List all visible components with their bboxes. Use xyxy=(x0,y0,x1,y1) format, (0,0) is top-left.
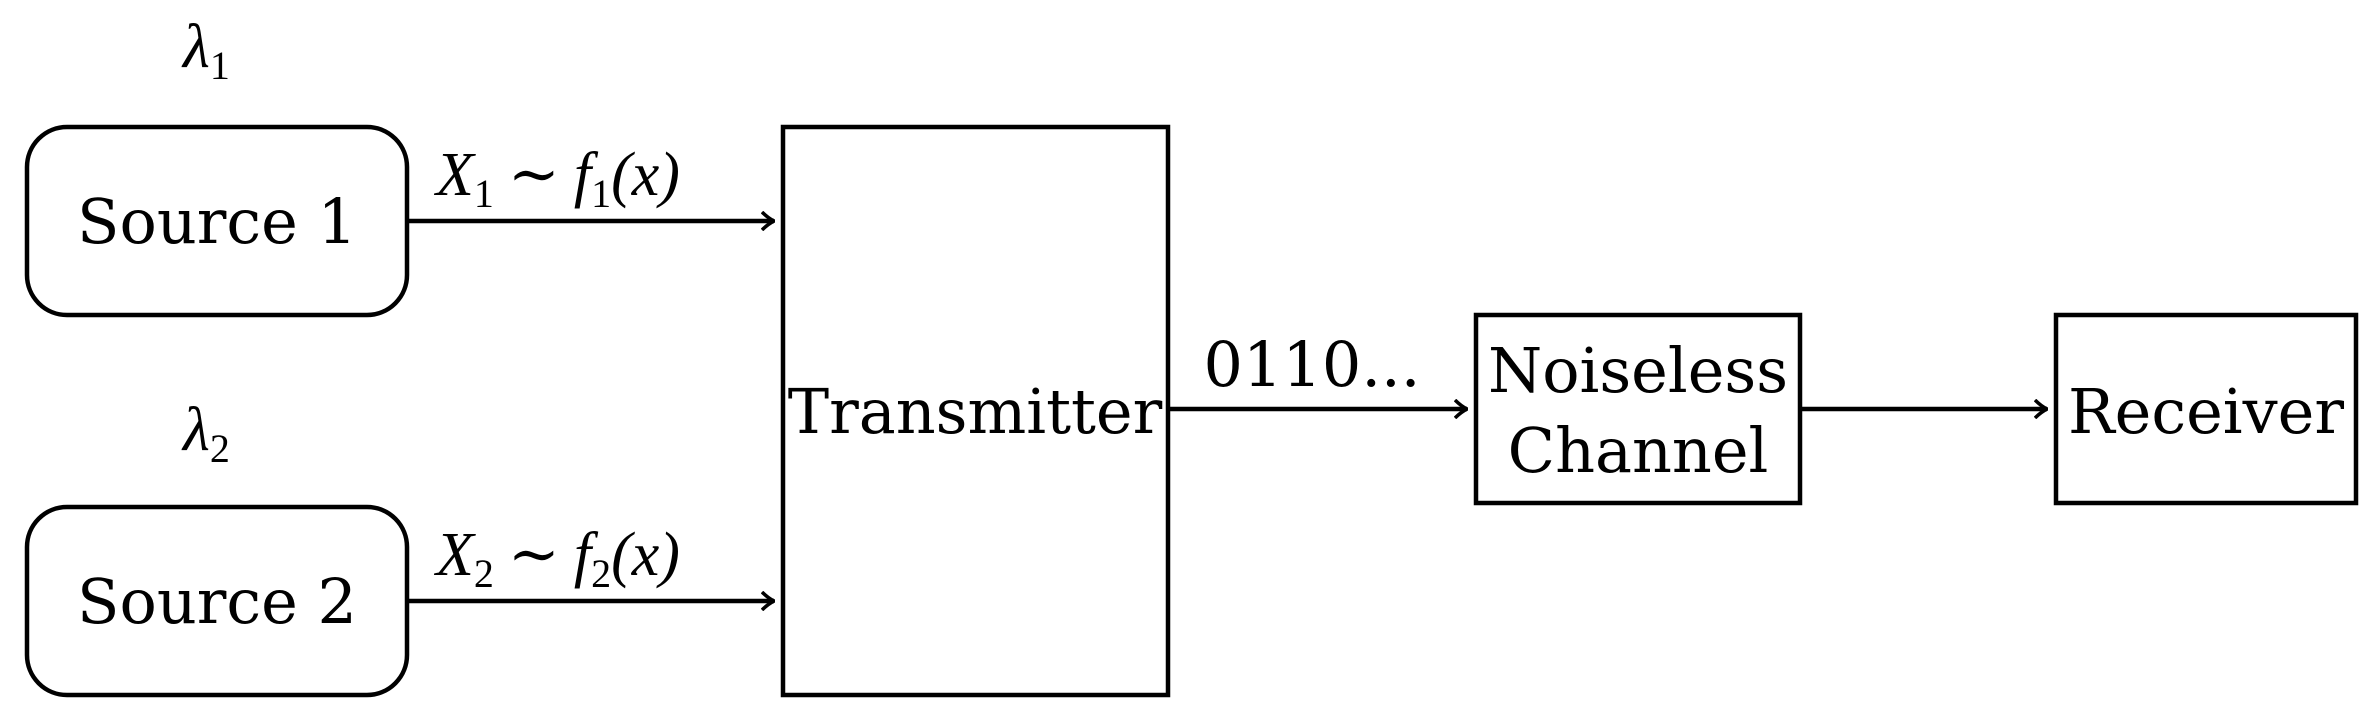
channel-label-line-1: Noiseless xyxy=(1488,334,1788,407)
transmitter-label: Transmitter xyxy=(788,375,1163,448)
receiver-label: Receiver xyxy=(2068,375,2344,448)
source-1-label: Source 1 xyxy=(77,185,357,258)
source-1-distribution-label: X1∼f1(x) xyxy=(433,141,680,216)
transmitter-node: Transmitter xyxy=(780,124,1171,698)
source-2-label: Source 2 xyxy=(77,565,357,638)
source-1-rate-label: λ1 xyxy=(181,13,230,88)
source-2-rate-label: λ2 xyxy=(181,396,230,471)
receiver-box xyxy=(2053,312,2359,506)
source-2-distribution-label: X2∼f2(x) xyxy=(433,521,680,596)
source-1-node: Source 1 xyxy=(24,124,410,318)
bitstream-label: 0110... xyxy=(1204,328,1421,401)
channel-node: Noiseless Channel xyxy=(1473,312,1803,506)
source-2-node: Source 2 xyxy=(24,504,410,698)
channel-label-line-2: Channel xyxy=(1508,414,1769,487)
receiver-node: Receiver xyxy=(2053,312,2359,506)
